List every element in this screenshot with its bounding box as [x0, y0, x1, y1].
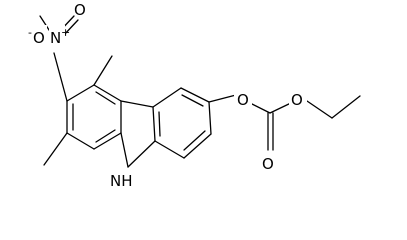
bond — [154, 140, 185, 159]
bond-methyl-top — [93, 55, 113, 86]
nitro-nitrogen: N — [50, 29, 61, 47]
bond — [127, 140, 156, 168]
bond-o-c — [249, 102, 271, 114]
bond-double-inner — [181, 94, 204, 107]
bond — [180, 87, 210, 103]
bond — [208, 101, 212, 135]
nitro-oxygen-double: O — [74, 1, 86, 19]
bond-double-inner — [95, 129, 116, 143]
carbonate-oxygen-aryl: O — [237, 91, 249, 109]
bond-aryl-o — [208, 94, 237, 103]
nitro-oxygen-negative: O — [33, 29, 45, 47]
bond-double-inner — [158, 111, 161, 137]
bond-o-ch2 — [306, 100, 333, 119]
label-masks — [31, 25, 307, 190]
bond — [93, 132, 122, 150]
bond — [183, 133, 212, 159]
bond — [93, 84, 122, 102]
carbonate-oxygen-ethyl: O — [291, 91, 303, 109]
bond — [66, 84, 95, 102]
structure-diagram: - O N + O O O O NH — [28, 1, 361, 190]
bond-double-inner — [183, 130, 206, 151]
bond-methyl-bottom — [43, 132, 68, 166]
nitro-nitrogen-charge: + — [61, 26, 70, 39]
bond — [152, 87, 182, 108]
nitro-oxygen-charge: - — [28, 26, 32, 39]
carbonate-oxygen-carbonyl: O — [262, 155, 274, 173]
bond — [66, 132, 95, 150]
bond — [120, 100, 154, 108]
atom-labels: - O N + O O O O NH — [28, 1, 303, 190]
nh-group: NH — [110, 172, 133, 190]
molecule-drawing: - O N + O O O O NH — [28, 1, 361, 190]
bond-ch2-ch3 — [331, 95, 361, 119]
bonds — [39, 15, 361, 168]
bond — [120, 132, 129, 168]
bond-nitro — [53, 52, 68, 102]
bond-double-inner — [95, 91, 116, 105]
bond-n-o-double — [62, 19, 79, 37]
bond — [152, 106, 156, 142]
